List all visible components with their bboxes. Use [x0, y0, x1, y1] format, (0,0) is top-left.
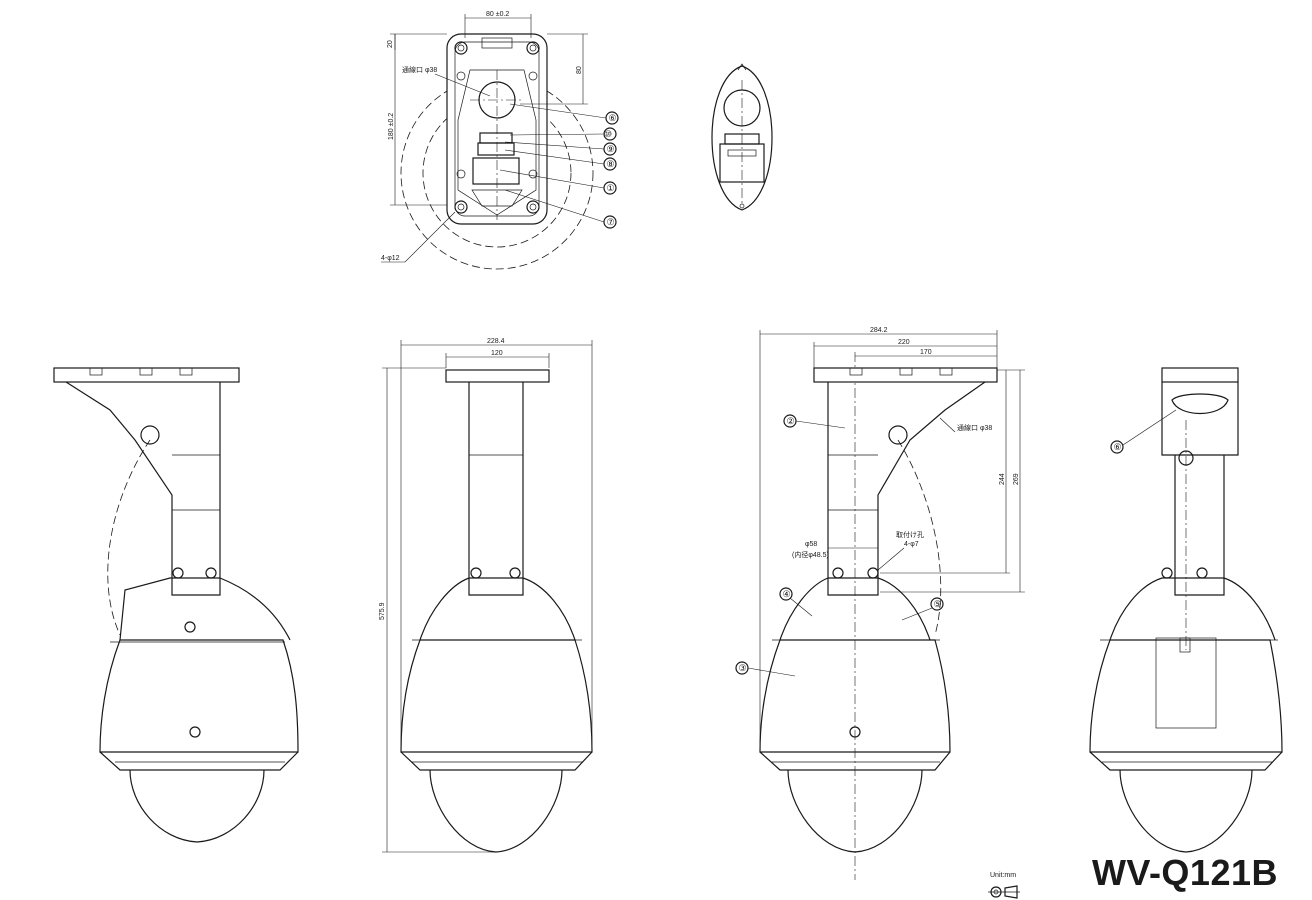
callout-7: ⑦	[504, 189, 617, 229]
callout-8: ⑧	[504, 149, 617, 171]
pipe-inner-label: (内径φ48.5)	[792, 550, 829, 559]
unit-label: Unit:mm	[990, 872, 1017, 879]
svg-text:③: ③	[739, 663, 747, 673]
rear-view: ⑥	[1089, 367, 1283, 853]
dim-plate-width-front: 120	[491, 350, 503, 357]
callout-1: ①	[499, 169, 617, 195]
dim-right-height: 80	[576, 66, 583, 74]
svg-text:⑥: ⑥	[1114, 442, 1122, 452]
gasket-view	[711, 63, 773, 211]
dim-plate-height: 180 ±0.2	[388, 113, 395, 140]
projection-symbol-icon	[988, 885, 1020, 899]
dim-overall-depth: 284.2	[870, 327, 888, 334]
side-view-left	[53, 367, 299, 843]
callout-10: ⑩	[509, 127, 617, 141]
side-view-right: 284.2 220 170 244 269 φ58 (内径φ48.5) 取	[735, 327, 1025, 880]
svg-text:⑩: ⑩	[604, 129, 612, 139]
dim-plate-width: 80 ±0.2	[486, 11, 509, 18]
model-title: WV-Q121B	[1091, 852, 1278, 893]
screw-holes-label: 4-φ7	[904, 541, 919, 548]
svg-text:②: ②	[787, 416, 795, 426]
svg-text:⑦: ⑦	[607, 217, 615, 227]
cable-hole-label: 通線口 φ38	[402, 65, 437, 74]
dim-height-a: 244	[999, 473, 1006, 485]
front-view: 228.4 120 575.9	[379, 338, 593, 853]
screw-holes-title: 取付け孔	[896, 530, 924, 539]
dim-overall-height: 575.9	[379, 602, 386, 620]
callout-4: ④	[779, 587, 813, 617]
svg-text:⑧: ⑧	[607, 159, 615, 169]
dim-arm-length: 220	[898, 339, 910, 346]
svg-text:⑤: ⑤	[934, 599, 942, 609]
dim-overall-width: 228.4	[487, 338, 505, 345]
svg-text:⑥: ⑥	[609, 113, 617, 123]
callout-2: ②	[783, 414, 846, 429]
dim-top-offset: 20	[387, 40, 394, 48]
dim-height-b: 269	[1013, 473, 1020, 485]
svg-text:①: ①	[607, 183, 615, 193]
mount-holes-label: 4-φ12	[381, 255, 400, 262]
pipe-dia-label: φ58	[805, 541, 817, 548]
callout-9: ⑨	[504, 141, 617, 156]
dim-center-offset: 170	[920, 349, 932, 356]
cable-hole-label-side: 通線口 φ38	[957, 423, 992, 432]
callout-5: ⑤	[901, 597, 944, 621]
top-view: 80 ±0.2 180 ±0.2 20 80 通線口 φ38 4-φ12 ⑥ ⑩…	[381, 11, 619, 270]
svg-text:⑨: ⑨	[607, 144, 615, 154]
callout-6: ⑥	[509, 103, 619, 125]
callout-6-rear: ⑥	[1110, 409, 1177, 454]
svg-text:④: ④	[783, 589, 791, 599]
callout-3: ③	[735, 661, 796, 677]
